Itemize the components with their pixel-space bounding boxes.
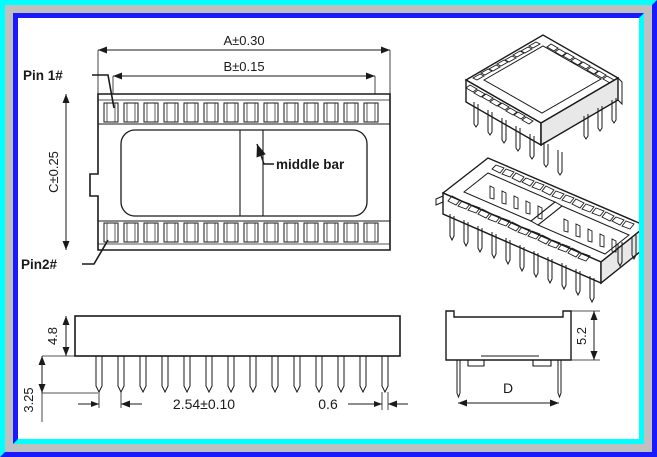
frame-bevel-mid: [5, 5, 652, 452]
contact-slot: [263, 222, 279, 243]
middle-bar-leader: [256, 143, 274, 165]
contact-slot: [183, 102, 199, 123]
dimension-pinlength-325: 3.25: [21, 356, 98, 422]
end-view-pin: [557, 360, 562, 399]
socket-cavity: [120, 129, 368, 217]
contact-row-top: [103, 102, 379, 123]
contact-slot: [343, 102, 359, 123]
side-body: [74, 315, 401, 357]
dimension-b-label: B±0.15: [223, 59, 264, 74]
side-pin: [205, 356, 213, 394]
pin2-leader: [82, 239, 109, 265]
side-pin: [227, 356, 235, 394]
dimension-pinlength-325-label: 3.25: [21, 387, 36, 412]
dimension-height-52-label: 5.2: [574, 327, 589, 345]
technical-drawing-svg: A±0.30 B±0.15 C±0.25: [21, 33, 639, 422]
side-pin: [249, 356, 257, 394]
contact-slot: [203, 222, 219, 243]
contact-slot: [323, 102, 339, 123]
side-pin: [183, 356, 191, 394]
side-pin: [337, 356, 345, 394]
contact-slot: [323, 222, 339, 243]
side-pin-row: [95, 356, 389, 394]
side-pin: [139, 356, 147, 394]
contact-slot: [123, 222, 139, 243]
side-pin: [95, 356, 103, 394]
contact-slot: [103, 222, 119, 243]
pin1-label: Pin 1#: [23, 68, 63, 83]
contact-slot: [143, 222, 159, 243]
contact-slot: [283, 102, 299, 123]
dimension-pitch-label: 2.54±0.10: [173, 396, 235, 412]
dimension-pinwidth-label: 0.6: [318, 396, 338, 412]
dimension-a-label: A±0.30: [223, 33, 264, 48]
contact-slot: [363, 222, 379, 243]
side-pin: [271, 356, 279, 394]
contact-slot: [283, 222, 299, 243]
middle-bar-shape: [239, 130, 264, 216]
side-pin: [161, 356, 169, 394]
dimension-pitch: 2.54±0.10: [78, 392, 235, 412]
side-view-group: 4.8 3.25: [21, 315, 408, 422]
contact-slot: [243, 102, 259, 123]
top-view-group: A±0.30 B±0.15 C±0.25: [21, 33, 391, 272]
contact-slot: [163, 102, 179, 123]
dimension-b: B±0.15: [112, 59, 376, 94]
dimension-d: D: [458, 380, 559, 407]
pin1-leader: [92, 74, 115, 109]
dimension-pinwidth: 0.6: [318, 392, 408, 412]
socket-body-outline: [89, 93, 391, 251]
dimension-height-48-label: 4.8: [45, 327, 60, 345]
contact-slot: [223, 102, 239, 123]
drawing-canvas: A±0.30 B±0.15 C±0.25: [18, 18, 639, 439]
contact-slot: [303, 222, 319, 243]
end-view-underside: [446, 359, 571, 367]
dimension-c: C±0.25: [46, 94, 70, 250]
dimension-height-48: 4.8: [42, 316, 75, 357]
side-pin: [381, 356, 389, 394]
contact-row-bottom: [103, 222, 379, 243]
contact-slot: [103, 102, 119, 123]
contact-slot: [183, 222, 199, 243]
middle-bar-label: middle bar: [276, 157, 345, 172]
dimension-height-52: 5.2: [571, 310, 600, 361]
pin2-label: Pin2#: [21, 257, 58, 272]
dimension-a: A±0.30: [97, 33, 391, 96]
contact-slot: [343, 222, 359, 243]
contact-slot: [223, 222, 239, 243]
side-pin: [315, 356, 323, 394]
end-view-group: 5.2 D: [445, 310, 600, 407]
end-view-body: [445, 310, 572, 361]
isometric-view-bottom: [435, 157, 639, 304]
contact-slot: [243, 222, 259, 243]
end-view-pin: [456, 360, 461, 399]
contact-slot: [303, 102, 319, 123]
contact-slot: [363, 102, 379, 123]
contact-slot: [143, 102, 159, 123]
contact-slot: [203, 102, 219, 123]
isometric-view-top: [464, 34, 623, 176]
contact-slot: [163, 222, 179, 243]
side-pin: [359, 356, 367, 394]
dimension-c-label: C±0.25: [46, 151, 61, 193]
contact-slot: [123, 102, 139, 123]
side-pin: [117, 356, 125, 394]
side-pin: [293, 356, 301, 394]
contact-slot: [263, 102, 279, 123]
dimension-d-label: D: [503, 380, 513, 396]
